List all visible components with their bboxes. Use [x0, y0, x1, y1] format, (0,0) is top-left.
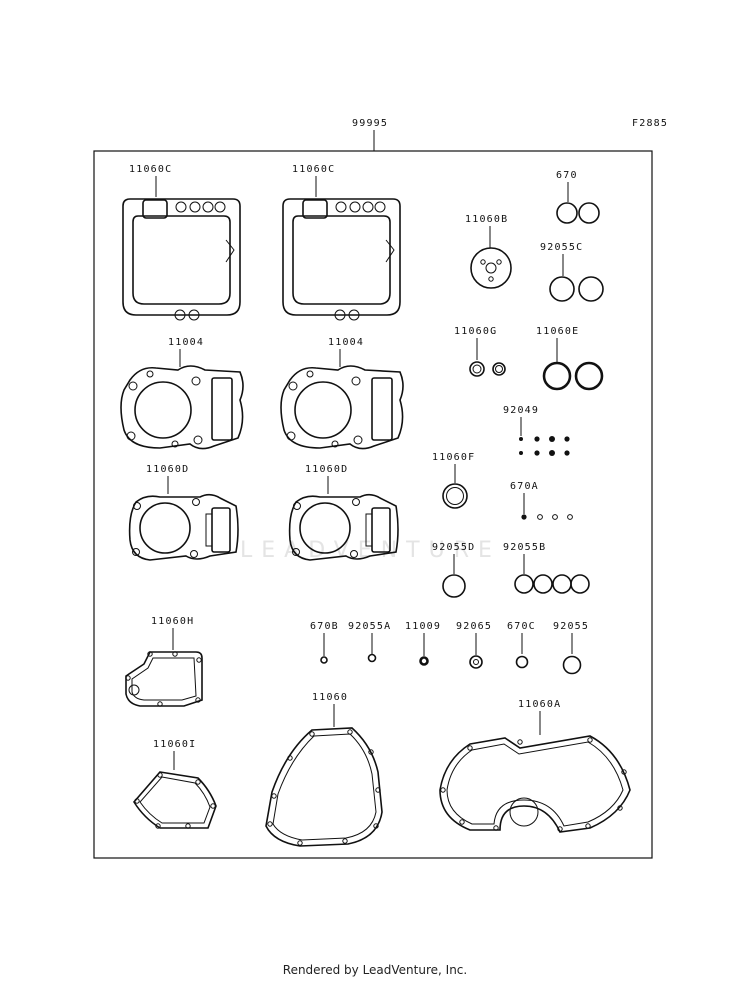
gasket-11060c-left[interactable] — [122, 198, 241, 321]
oring-92055d[interactable] — [442, 574, 466, 598]
label-11060e[interactable]: 11060E — [536, 326, 579, 337]
oring-92055b[interactable] — [514, 574, 590, 594]
label-11060f[interactable]: 11060F — [432, 452, 475, 463]
footer-credit: Rendered by LeadVenture, Inc. — [282, 963, 468, 977]
label-92065[interactable]: 92065 — [456, 621, 492, 632]
gasket-11060[interactable] — [265, 727, 383, 847]
oring-92055[interactable] — [562, 655, 582, 675]
label-92055d[interactable]: 92055D — [432, 542, 475, 553]
label-92055a[interactable]: 92055A — [348, 621, 391, 632]
oring-11060g[interactable] — [469, 361, 506, 377]
label-92049[interactable]: 92049 — [503, 405, 539, 416]
label-11060h[interactable]: 11060H — [151, 616, 194, 627]
label-11060c-1[interactable]: 11060C — [129, 164, 172, 175]
oring-11060f[interactable] — [442, 483, 468, 509]
gasket-11060i[interactable] — [133, 771, 217, 829]
label-670a[interactable]: 670A — [510, 481, 539, 492]
label-11060g[interactable]: 11060G — [454, 326, 497, 337]
head-gasket-11004-right[interactable] — [280, 365, 404, 450]
oring-670c[interactable] — [515, 655, 529, 669]
oring-670a[interactable] — [521, 514, 573, 520]
oring-92055a[interactable] — [367, 653, 377, 663]
label-11060a[interactable]: 11060A — [518, 699, 561, 710]
label-670b[interactable]: 670B — [310, 621, 339, 632]
base-gasket-11060d-right[interactable] — [288, 493, 399, 561]
label-11004-1[interactable]: 11004 — [168, 337, 204, 348]
base-gasket-11060d-left[interactable] — [128, 493, 239, 561]
label-99995[interactable]: 99995 — [352, 118, 388, 129]
gasket-11060c-right[interactable] — [282, 198, 401, 321]
washer-92049[interactable] — [519, 436, 570, 456]
label-11004-2[interactable]: 11004 — [328, 337, 364, 348]
label-11009[interactable]: 11009 — [405, 621, 441, 632]
diagram-code: F2885 — [632, 118, 668, 129]
label-92055[interactable]: 92055 — [553, 621, 589, 632]
oring-92055c[interactable] — [549, 276, 604, 302]
oring-670[interactable] — [556, 202, 600, 224]
label-11060c-2[interactable]: 11060C — [292, 164, 335, 175]
kit-frame — [93, 150, 653, 859]
gasket-11060b[interactable] — [470, 247, 512, 289]
label-92055c[interactable]: 92055C — [540, 242, 583, 253]
gasket-11060a[interactable] — [439, 735, 631, 833]
label-11060[interactable]: 11060 — [312, 692, 348, 703]
label-11060b[interactable]: 11060B — [465, 214, 508, 225]
washer-92065[interactable] — [469, 655, 483, 669]
oring-11060e[interactable] — [542, 361, 604, 391]
gasket-11009[interactable] — [419, 656, 429, 666]
label-11060i[interactable]: 11060I — [153, 739, 196, 750]
gasket-11060h[interactable] — [125, 651, 203, 707]
head-gasket-11004-left[interactable] — [120, 365, 244, 450]
label-92055b[interactable]: 92055B — [503, 542, 546, 553]
label-670c[interactable]: 670C — [507, 621, 536, 632]
label-11060d-2[interactable]: 11060D — [305, 464, 348, 475]
label-670[interactable]: 670 — [556, 170, 578, 181]
label-11060d-1[interactable]: 11060D — [146, 464, 189, 475]
oring-670b[interactable] — [320, 656, 328, 664]
